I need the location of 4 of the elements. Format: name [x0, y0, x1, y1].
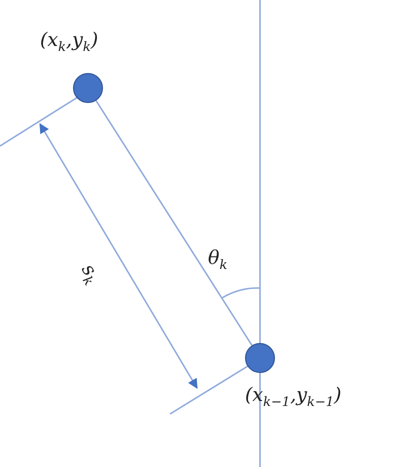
- angle-label: θ$_{k}$: [208, 248, 228, 274]
- coordinate-label: (x$_{k}$,y$_{k}$): [40, 30, 98, 56]
- connecting-line: [95, 100, 253, 346]
- coordinate-label: (x$_{k−1}$,y$_{k−1}$): [245, 385, 342, 410]
